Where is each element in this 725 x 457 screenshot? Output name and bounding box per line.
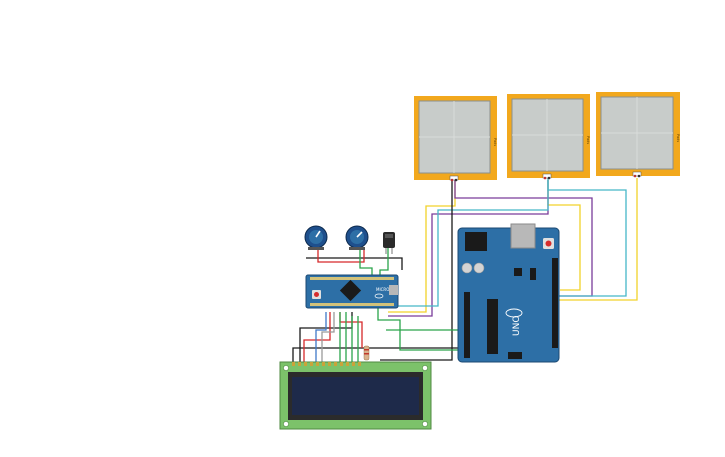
pad-label: Pads	[586, 136, 590, 144]
lcd-display[interactable]	[279, 361, 432, 430]
arduino-uno[interactable]: UNO	[457, 223, 560, 363]
wire-red-1[interactable]	[317, 248, 365, 263]
potentiometer-1[interactable]	[304, 225, 328, 250]
wire-yellow-3[interactable]	[556, 178, 638, 301]
lcd-header-pins	[292, 362, 361, 366]
uno-label: UNO	[512, 316, 522, 336]
pad-label: Pads	[493, 138, 497, 146]
wire-green-3[interactable]	[379, 248, 389, 275]
pad-label: Pads	[676, 134, 680, 142]
wire-grey-1[interactable]	[321, 312, 335, 362]
wire-cyan-2[interactable]	[388, 180, 549, 307]
wire-cyan-1[interactable]	[547, 178, 627, 297]
wire-black-2[interactable]	[306, 257, 403, 270]
wire-black-4[interactable]	[292, 347, 462, 362]
wire-green-2[interactable]	[377, 308, 462, 351]
potentiometer-2[interactable]	[345, 225, 369, 250]
resistor[interactable]	[363, 345, 370, 361]
wire-red-2[interactable]	[303, 312, 331, 362]
piezo-buzzer[interactable]	[383, 232, 395, 254]
wire-red-3[interactable]	[339, 312, 363, 348]
wire-green-1[interactable]	[359, 248, 373, 275]
micro-label: MICRO	[376, 287, 389, 292]
force-sensor-pad-2[interactable]: Pads	[507, 94, 590, 180]
force-sensor-pad-1[interactable]: Pads	[414, 96, 497, 182]
wire-black-1[interactable]	[380, 180, 453, 361]
force-sensor-pad-3[interactable]: Pads	[596, 92, 680, 178]
arduino-micro[interactable]: MICRO	[305, 274, 399, 309]
wire-blue-1[interactable]	[315, 312, 327, 362]
